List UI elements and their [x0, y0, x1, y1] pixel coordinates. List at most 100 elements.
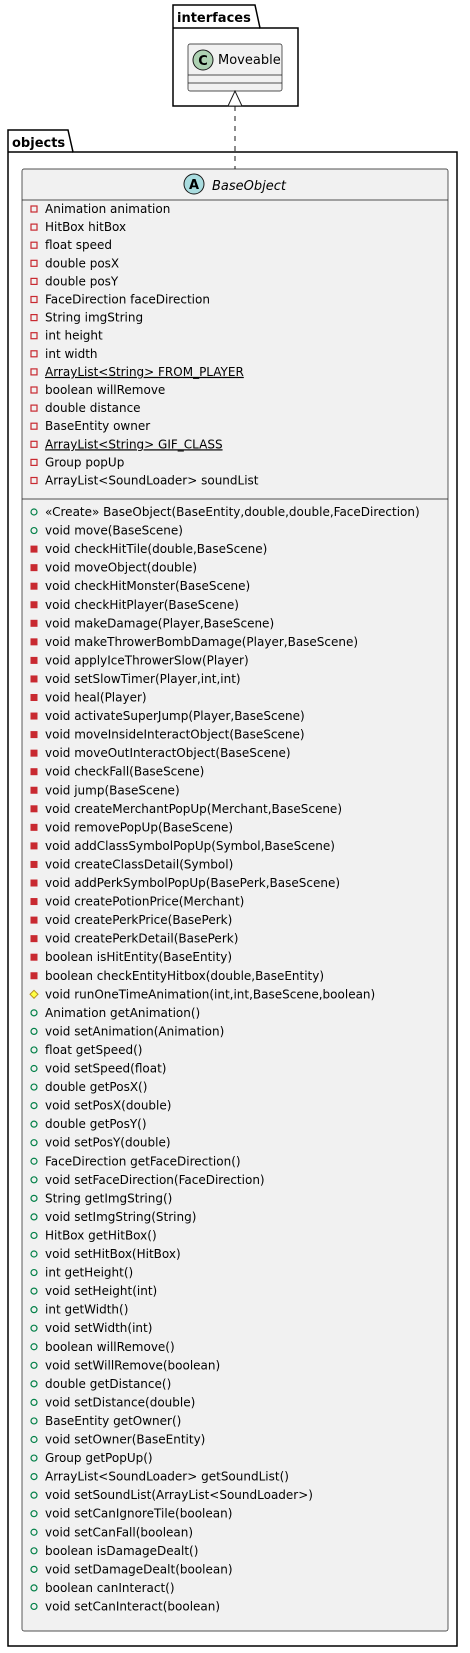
method-row: void setFaceDirection(FaceDirection) — [30, 1173, 265, 1187]
private-method-icon — [30, 898, 38, 906]
method-row: void createPerkDetail(BasePerk) — [30, 932, 238, 946]
field-row: ArrayList<SoundLoader> soundList — [30, 474, 259, 488]
method-text: void setImgString(String) — [45, 1210, 196, 1224]
method-row: void removePopUp(BaseScene) — [30, 820, 233, 834]
method-row: boolean isHitEntity(BaseEntity) — [30, 950, 232, 964]
method-row: void activateSuperJump(Player,BaseScene) — [30, 709, 305, 723]
method-row: void setCanIgnoreTile(boolean) — [30, 1507, 232, 1521]
method-text: void setOwner(BaseEntity) — [45, 1433, 205, 1447]
public-visibility-icon — [30, 1602, 38, 1611]
method-text: void setDamageDealt(boolean) — [45, 1562, 233, 1576]
public-visibility-icon — [30, 526, 38, 535]
method-row: float getSpeed() — [30, 1043, 142, 1057]
public-visibility-icon — [30, 1231, 38, 1240]
field-row: double posX — [30, 256, 119, 270]
method-row: void setOwner(BaseEntity) — [30, 1433, 205, 1447]
field-row: ArrayList<String> FROM_PLAYER — [30, 365, 244, 379]
method-text: void setSpeed(float) — [45, 1062, 167, 1076]
public-visibility-icon — [30, 1027, 38, 1036]
private-field-icon — [30, 350, 38, 358]
field-text: ArrayList<SoundLoader> soundList — [45, 474, 259, 488]
private-method-icon — [30, 601, 38, 609]
method-text: boolean isHitEntity(BaseEntity) — [45, 950, 232, 964]
public-visibility-icon — [30, 1306, 38, 1314]
method-row: boolean willRemove() — [30, 1340, 175, 1354]
field-text: double posY — [45, 274, 119, 288]
method-text: void checkFall(BaseScene) — [45, 765, 204, 779]
field-text: float speed — [45, 238, 112, 252]
protected-method-icon — [29, 989, 39, 1000]
field-text: int height — [45, 329, 103, 343]
class-name: Moveable — [218, 53, 281, 68]
private-method-icon — [30, 879, 38, 887]
field-text: Animation animation — [45, 202, 170, 216]
method-row: void setWillRemove(boolean) — [30, 1358, 220, 1372]
method-row: void checkHitMonster(BaseScene) — [30, 579, 250, 593]
method-text: void heal(Player) — [45, 691, 147, 705]
public-visibility-icon — [30, 1046, 38, 1054]
method-text: void createPerkDetail(BasePerk) — [45, 932, 238, 946]
field-row: boolean willRemove — [30, 383, 165, 397]
class-badge-letter: A — [189, 178, 199, 193]
method-text: double getDistance() — [45, 1377, 171, 1391]
field-row: Animation animation — [30, 202, 170, 216]
field-text: boolean willRemove — [45, 383, 165, 397]
public-visibility-icon — [30, 1454, 38, 1462]
class-badge-icon — [192, 49, 214, 71]
method-row: void runOneTimeAnimation(int,int,BaseSce… — [29, 987, 375, 1001]
method-text: void setSoundList(ArrayList<SoundLoader>… — [45, 1488, 313, 1502]
public-visibility-icon — [30, 1064, 38, 1073]
private-field-icon — [30, 440, 38, 448]
method-text: boolean canInteract() — [45, 1581, 175, 1595]
method-text: void moveOutInteractObject(BaseScene) — [45, 746, 291, 760]
method-row: void createMerchantPopUp(Merchant,BaseSc… — [30, 802, 342, 816]
method-text: void createMerchantPopUp(Merchant,BaseSc… — [45, 802, 342, 816]
method-text: void setDistance(double) — [45, 1395, 195, 1409]
method-row: void makeDamage(Player,BaseScene) — [30, 616, 274, 630]
private-method-icon — [30, 805, 38, 813]
public-visibility-icon — [30, 1083, 38, 1091]
method-text: void setPosX(double) — [45, 1099, 171, 1113]
package-objects-label: objects — [12, 136, 65, 151]
method-row: void checkHitPlayer(BaseScene) — [30, 598, 239, 612]
public-visibility-icon — [30, 1176, 38, 1184]
method-text: HitBox getHitBox() — [45, 1228, 157, 1242]
method-text: void setHeight(int) — [45, 1284, 157, 1298]
private-method-icon — [30, 582, 38, 590]
method-text: void removePopUp(BaseScene) — [45, 820, 233, 834]
public-visibility-icon — [30, 1380, 38, 1388]
method-text: void makeDamage(Player,BaseScene) — [45, 616, 274, 630]
method-row: void move(BaseScene) — [30, 524, 183, 538]
field-text: ArrayList<String> GIF_CLASS — [45, 437, 223, 451]
method-text: void applyIceThrowerSlow(Player) — [45, 653, 249, 667]
public-visibility-icon — [30, 1435, 38, 1444]
method-row: String getImgString() — [30, 1191, 172, 1205]
public-visibility-icon — [30, 1194, 38, 1202]
field-text: HitBox hitBox — [45, 220, 126, 234]
method-row: void moveObject(double) — [30, 561, 197, 575]
field-row: float speed — [30, 238, 112, 252]
method-row: void setPosX(double) — [30, 1099, 171, 1113]
method-text: void createClassDetail(Symbol) — [45, 857, 233, 871]
public-visibility-icon — [30, 1101, 38, 1110]
method-row: int getWidth() — [30, 1303, 128, 1317]
private-field-icon — [30, 404, 38, 412]
method-row: void setPosY(double) — [30, 1136, 171, 1150]
class-moveable: C Moveable — [187, 43, 283, 92]
private-method-icon — [30, 675, 38, 683]
method-row: BaseEntity getOwner() — [30, 1414, 181, 1428]
method-text: void checkHitPlayer(BaseScene) — [45, 598, 239, 612]
method-row: void addClassSymbolPopUp(Symbol,BaseScen… — [30, 839, 335, 853]
private-method-icon — [30, 694, 38, 701]
method-row: FaceDirection getFaceDirection() — [30, 1154, 241, 1168]
private-method-icon — [30, 935, 38, 943]
method-row: boolean canInteract() — [30, 1581, 175, 1595]
method-row: void jump(BaseScene) — [30, 783, 180, 797]
method-row: void setDamageDealt(boolean) — [30, 1562, 233, 1576]
method-row: void moveInsideInteractObject(BaseScene) — [30, 728, 305, 742]
method-text: void setSlowTimer(Player,int,int) — [45, 672, 241, 686]
method-row: HitBox getHitBox() — [30, 1228, 157, 1242]
field-text: double distance — [45, 401, 141, 415]
